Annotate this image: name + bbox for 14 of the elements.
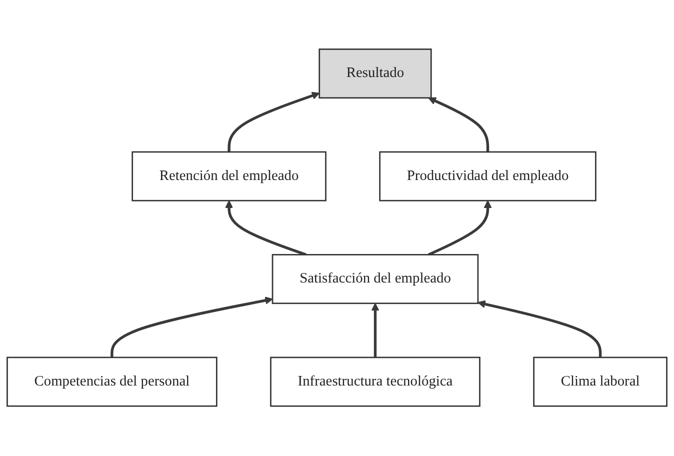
arrow (428, 98, 490, 152)
arrow (110, 296, 273, 358)
node-box: Clima laboral (533, 357, 668, 408)
node-box: Productividad del empleado (379, 152, 596, 202)
node-box: Satisfacción del empleado (272, 254, 479, 304)
node-box: Resultado (318, 48, 432, 99)
node-box: Infraestructura tecnológica (270, 357, 480, 408)
arrow (228, 92, 320, 152)
node-box: Competencias del personal (6, 357, 218, 408)
arrow (371, 303, 380, 358)
arrow (428, 200, 492, 256)
node-box: Retención del empleado (132, 152, 326, 202)
arrow (225, 200, 306, 256)
arrow (478, 300, 602, 358)
